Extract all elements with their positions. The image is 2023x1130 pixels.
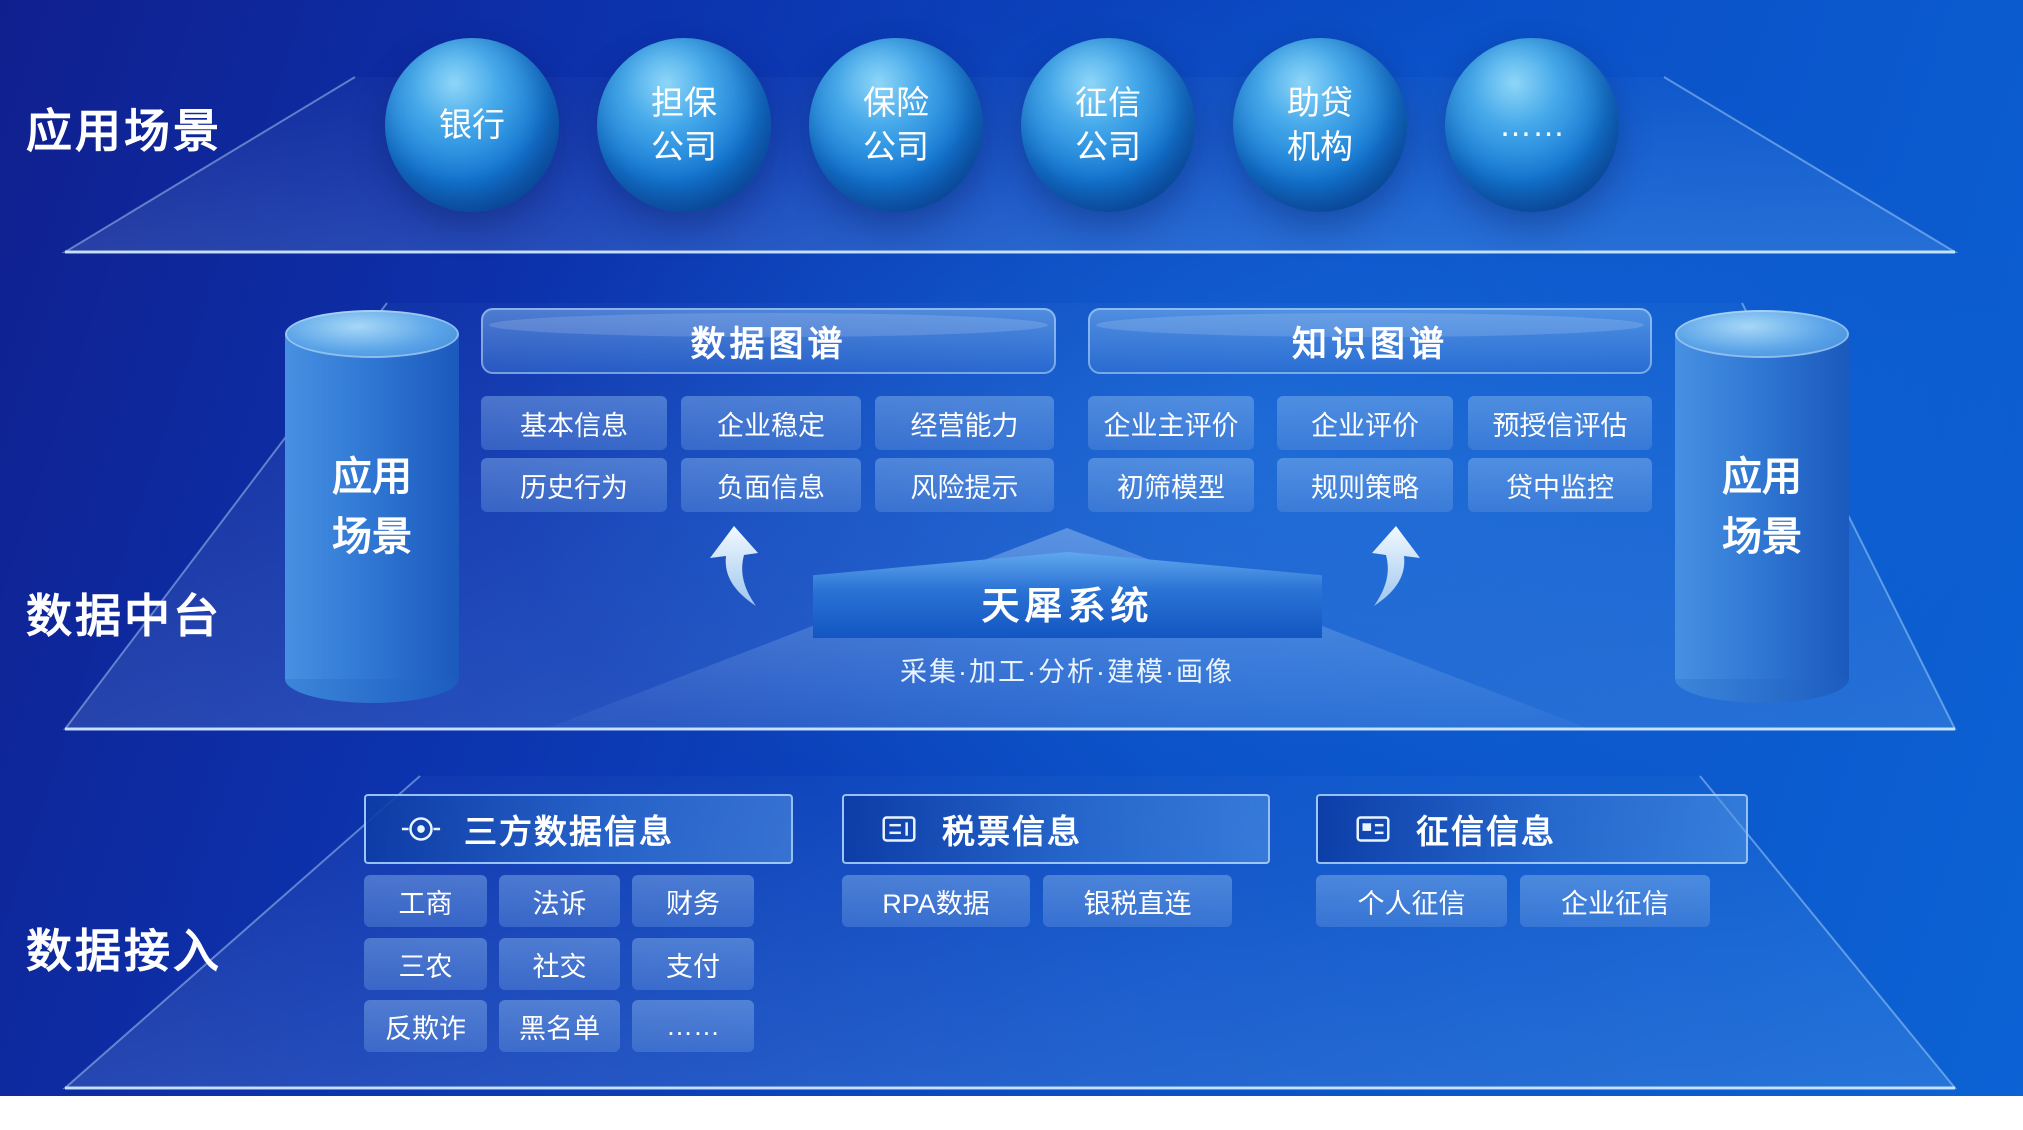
third-party-chip: 法诉 (499, 875, 620, 927)
sphere-label: 银行 (439, 106, 505, 144)
sphere-label: 保险 公司 (863, 84, 929, 165)
scenario-sphere-credit: 征信 公司 (1021, 38, 1195, 212)
third-party-chip: …… (632, 1000, 754, 1052)
data-graph-chip: 基本信息 (481, 396, 667, 450)
data-graph-chip: 风险提示 (875, 458, 1054, 512)
knowledge-graph-chip: 企业主评价 (1088, 396, 1254, 450)
cylinder-label: 应用 场景 (1722, 454, 1802, 559)
tax-invoice-header: 税票信息 (842, 794, 1270, 864)
invoice-icon (882, 816, 916, 842)
arrow-up-left-icon (710, 526, 758, 606)
data-graph-chip: 负面信息 (681, 458, 861, 512)
sphere-label: 担保 公司 (651, 84, 717, 165)
third-party-chip: 反欺诈 (364, 1000, 487, 1052)
bottom-margin (0, 1096, 2023, 1130)
scenario-sphere-bank: 银行 (385, 38, 559, 212)
knowledge-graph-chip: 规则策略 (1277, 458, 1453, 512)
data-graph-chip: 经营能力 (875, 396, 1054, 450)
third-party-chip: 财务 (632, 875, 754, 927)
tax-invoice-chip: RPA数据 (842, 875, 1030, 927)
scenario-sphere-more: …… (1445, 38, 1619, 212)
data-graph-chip: 历史行为 (481, 458, 667, 512)
third-party-chip: 工商 (364, 875, 487, 927)
tax-invoice-chip: 银税直连 (1043, 875, 1232, 927)
core-system-subtitle: 采集·加工·分析·建模·画像 (900, 657, 1234, 687)
layer-label-data-middle-platform: 数据中台 (26, 590, 222, 642)
cylinder-top-cap (1675, 310, 1849, 358)
platform-top (61, 76, 1959, 253)
sphere-label: 助贷 机构 (1287, 84, 1353, 165)
third-party-chip: 黑名单 (499, 1000, 620, 1052)
scenario-sphere-loan-agent: 助贷 机构 (1233, 38, 1407, 212)
left-application-cylinder: 应用 场景 (285, 310, 459, 703)
credit-info-chip: 个人征信 (1316, 875, 1507, 927)
core-system-title: 天犀系统 (981, 585, 1154, 628)
knowledge-graph-chip: 企业评价 (1277, 396, 1453, 450)
data-graph-chip: 企业稳定 (681, 396, 861, 450)
credit-info-title: 征信信息 (1416, 813, 1556, 850)
third-party-data-header: 三方数据信息 (364, 794, 793, 864)
third-party-data-title: 三方数据信息 (464, 813, 674, 850)
cylinder-body (285, 334, 459, 679)
sphere-label: 征信 公司 (1075, 84, 1141, 165)
target-icon (401, 817, 441, 841)
third-party-chip: 三农 (364, 938, 487, 990)
knowledge-graph-header: 知识图谱 (1088, 308, 1652, 374)
data-graph-title: 数据图谱 (690, 324, 847, 364)
arrow-up-right-icon (1372, 526, 1420, 606)
credit-info-chip: 企业征信 (1520, 875, 1710, 927)
credit-info-header: 征信信息 (1316, 794, 1748, 864)
tax-invoice-title: 税票信息 (942, 813, 1082, 850)
card-icon (1356, 816, 1390, 842)
knowledge-graph-chip: 预授信评估 (1468, 396, 1652, 450)
cylinder-label: 应用 场景 (332, 454, 412, 559)
third-party-chip: 社交 (499, 938, 620, 990)
cylinder-top-cap (285, 310, 459, 358)
knowledge-graph-title: 知识图谱 (1291, 324, 1448, 364)
scenario-sphere-guarantee: 担保 公司 (597, 38, 771, 212)
layer-label-data-access: 数据接入 (26, 925, 222, 977)
right-application-cylinder: 应用 场景 (1675, 310, 1849, 703)
scenario-sphere-insurance: 保险 公司 (809, 38, 983, 212)
third-party-chip: 支付 (632, 938, 754, 990)
sphere-label: …… (1499, 106, 1565, 144)
data-graph-header: 数据图谱 (481, 308, 1056, 374)
cylinder-body (1675, 334, 1849, 679)
layer-label-application-scenarios: 应用场景 (26, 105, 222, 157)
knowledge-graph-chip: 贷中监控 (1468, 458, 1652, 512)
knowledge-graph-chip: 初筛模型 (1088, 458, 1254, 512)
